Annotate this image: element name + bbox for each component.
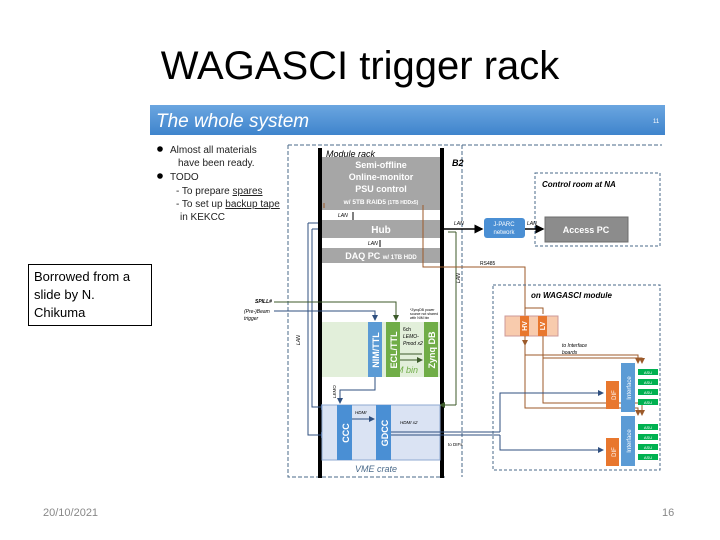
zynq-note: with NIM bin xyxy=(410,316,429,320)
todo-item-cont: in KEKCC xyxy=(180,212,225,223)
lan-label: LAN xyxy=(338,213,348,219)
hv-label: HV xyxy=(522,321,529,331)
daq-pc-label: DAQ PC w/ 1TB HDD xyxy=(345,251,417,261)
bullet-icon xyxy=(157,173,163,179)
zynq-note: source not shared xyxy=(410,312,438,316)
wagasci-module-label: on WAGASCI module xyxy=(531,291,612,300)
hv-module xyxy=(520,316,529,336)
dif-module xyxy=(606,381,619,409)
lemo-label: LEMO xyxy=(332,385,337,398)
lan-label: LAN xyxy=(456,273,462,283)
hub-box xyxy=(322,220,440,238)
nim-ttl-label: NIM/TTL xyxy=(371,332,381,368)
access-pc-box xyxy=(544,216,629,243)
asu-label: ASU xyxy=(644,455,652,460)
embedded-header-bar xyxy=(150,105,665,135)
bullet-text: Almost all materials xyxy=(170,145,257,156)
hub-label: Hub xyxy=(371,225,390,236)
interface-board xyxy=(621,363,635,412)
hdmi-x2-label: HDMI x2 xyxy=(400,420,418,425)
lv-module xyxy=(538,316,547,336)
jparc-label: J-PARC xyxy=(493,222,515,228)
rack-rail-left xyxy=(318,148,322,478)
gdcc-module xyxy=(376,405,391,460)
lemo-note: Pmod x2 xyxy=(403,341,423,347)
trigger-label: trigger xyxy=(244,316,259,322)
embedded-slide-image: The whole system 11 Almost all materials… xyxy=(150,105,665,480)
lemo-note: 6ch xyxy=(403,327,411,333)
zynq-db-label: Zynq DB xyxy=(427,331,437,368)
dif-label: DIF xyxy=(612,390,618,400)
interface-board xyxy=(621,416,635,466)
embedded-header-page: 11 xyxy=(653,119,660,125)
ccc-module xyxy=(337,405,352,460)
lemo-note: LEMO- xyxy=(403,334,419,340)
lan-label: LAN xyxy=(296,335,302,345)
page-number: 16 xyxy=(662,507,675,519)
hdmi-label: HDMI xyxy=(355,410,367,415)
asu-label: ASU xyxy=(644,400,652,405)
nim-ttl-module xyxy=(368,322,382,377)
lan-label: LAN xyxy=(368,241,378,247)
dif-module xyxy=(606,438,619,466)
bullet-icon xyxy=(157,146,163,152)
dif-label: DIF xyxy=(612,447,618,457)
asu-label: ASU xyxy=(644,445,652,450)
bullet-text: TODO xyxy=(170,172,199,183)
ccc-label: CCC xyxy=(341,423,351,443)
asu-label: ASU xyxy=(644,380,652,385)
server-box xyxy=(322,157,440,210)
to-interface-label: to Interface xyxy=(562,343,587,349)
rs485-label: RS485 xyxy=(480,261,496,267)
ecl-ttl-label: ECL/TTL xyxy=(389,331,399,368)
to-interface-label: boards xyxy=(562,350,578,356)
lv-label: LV xyxy=(540,321,547,330)
interface-label: Interface xyxy=(627,429,633,453)
gdcc-label: GDCC xyxy=(380,419,390,446)
rack-rail-right xyxy=(440,148,444,478)
server-storage: w/ 5TB RAID5 (1TB HDDx5) xyxy=(343,199,419,206)
zynq-note: *ZynqDB power xyxy=(410,308,435,312)
server-label: Online-monitor xyxy=(349,172,414,182)
server-label: PSU control xyxy=(355,184,407,194)
todo-item: - To set up backup tape xyxy=(176,199,280,210)
control-room-label: Control room at NA xyxy=(542,180,616,189)
daq-pc-box xyxy=(322,248,440,263)
embedded-header-title: The whole system xyxy=(156,111,309,132)
ecl-ttl-module xyxy=(386,322,400,377)
jparc-label: network xyxy=(493,230,515,236)
interface-label: Interface xyxy=(627,376,633,400)
asu-label: ASU xyxy=(644,390,652,395)
system-diagram: The whole system 11 Almost all materials… xyxy=(150,105,665,478)
spill-label: SPILL# xyxy=(255,299,272,305)
to-difs-label: to DIFs xyxy=(448,442,463,447)
lan-label: LAN xyxy=(454,221,464,227)
bullet-text-cont: have been ready. xyxy=(178,158,255,169)
vme-crate-label: VME crate xyxy=(355,464,397,474)
server-label: Semi-offline xyxy=(355,160,407,170)
access-pc-label: Access PC xyxy=(563,225,610,235)
asu-label: ASU xyxy=(644,370,652,375)
nim-bin-label: NIM bin xyxy=(387,365,418,375)
asu-label: ASU xyxy=(644,425,652,430)
module-rack-label: Module rack xyxy=(326,149,376,159)
asu-label: ASU xyxy=(644,435,652,440)
asu-group: ASU ASU ASU ASU xyxy=(638,424,658,460)
psu-box xyxy=(504,315,559,337)
asu-group: ASU ASU ASU ASU xyxy=(638,369,658,405)
attribution-note: Borrowed from a slide by N. Chikuma xyxy=(28,264,152,326)
slide-title: WAGASCI trigger rack xyxy=(160,44,560,88)
trigger-label: (Pre-)Beam xyxy=(244,309,270,315)
todo-item: - To prepare spares xyxy=(176,186,263,197)
jparc-network-box xyxy=(484,218,525,238)
control-room-box xyxy=(534,172,661,247)
b2-label: B2 xyxy=(452,158,464,168)
footer-date: 20/10/2021 xyxy=(43,507,99,519)
lan-label: LAN xyxy=(527,221,537,227)
wagasci-module-box xyxy=(492,284,661,471)
